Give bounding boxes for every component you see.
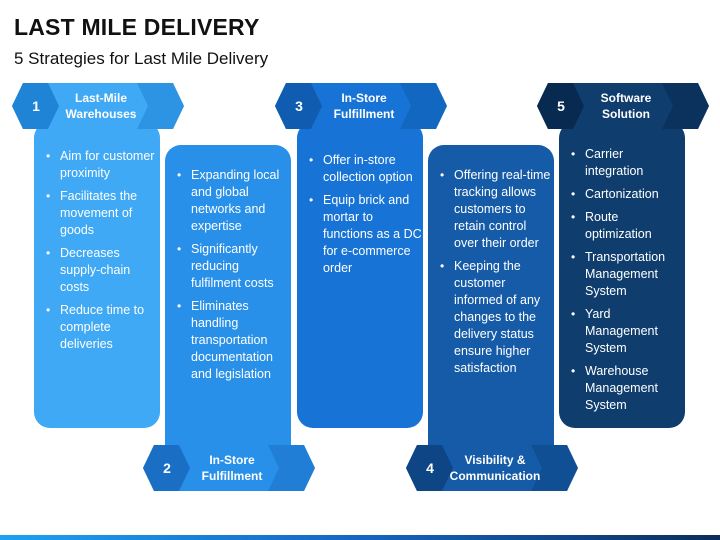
hexagon-banner-shape [12,83,184,129]
strategy-card-1: Aim for customer proximity Facilitates t… [34,122,160,428]
step-number: 3 [295,98,303,114]
bullet: Yard Management System [571,306,685,357]
hexagon-banner-shape [406,445,578,491]
strategy-header-1: 1 Last-Mile Warehouses [12,83,184,129]
step-number: 5 [557,98,565,114]
bullet: Decreases supply-chain costs [46,245,160,296]
bullet: Expanding local and global networks and … [177,167,291,235]
page-subtitle: 5 Strategies for Last Mile Delivery [14,49,269,68]
strategy-card-4: Offering real-time tracking allows custo… [428,145,554,465]
footer-gradient-strip [0,535,720,540]
hexagon-banner-shape [143,445,315,491]
strategy-header-2: 2 In-Store Fulfillment [143,445,315,491]
strategy-title: Visibility & Communication [449,453,541,483]
strategy-2-bullets: Expanding local and global networks and … [165,167,291,383]
bullet: Facilitates the movement of goods [46,188,160,239]
bullet: Transportation Management System [571,249,685,300]
bullet: Offer in-store collection option [309,152,423,186]
strategy-card-5: Carrier integration Cartonization Route … [559,122,685,428]
step-number: 4 [426,460,434,476]
strategy-1-bullets: Aim for customer proximity Facilitates t… [34,148,160,353]
step-number: 1 [32,98,40,114]
bullet: Carrier integration [571,146,685,180]
strategy-3-bullets: Offer in-store collection option Equip b… [297,152,423,277]
strategy-header-5: 5 Software Solution [537,83,709,129]
bullet: Significantly reducing fulfilment costs [177,241,291,292]
bullet: Reduce time to complete deliveries [46,302,160,353]
step-number: 2 [163,460,171,476]
hexagon-banner-shape [537,83,709,129]
strategy-header-3: 3 In-Store Fulfillment [275,83,447,129]
page-title: LAST MILE DELIVERY [14,14,260,40]
strategy-5-bullets: Carrier integration Cartonization Route … [559,146,685,414]
bullet: Eliminates handling transportation docum… [177,298,291,383]
bullet: Cartonization [571,186,685,203]
strategy-card-2: Expanding local and global networks and … [165,145,291,465]
bullet: Keeping the customer informed of any cha… [440,258,554,377]
strategy-title: Last-Mile Warehouses [65,91,137,121]
strategy-4-bullets: Offering real-time tracking allows custo… [428,167,554,377]
bullet: Offering real-time tracking allows custo… [440,167,554,252]
bullet: Aim for customer proximity [46,148,160,182]
bullet: Equip brick and mortar to functions as a… [309,192,423,277]
strategy-card-3: Offer in-store collection option Equip b… [297,122,423,428]
strategy-title: In-Store Fulfillment [201,453,263,483]
bullet: Warehouse Management System [571,363,685,414]
bullet: Route optimization [571,209,685,243]
strategy-title: In-Store Fulfillment [333,91,395,121]
hexagon-banner-shape [275,83,447,129]
strategy-header-4: 4 Visibility & Communication [406,445,578,491]
strategy-title: Software Solution [600,91,652,121]
